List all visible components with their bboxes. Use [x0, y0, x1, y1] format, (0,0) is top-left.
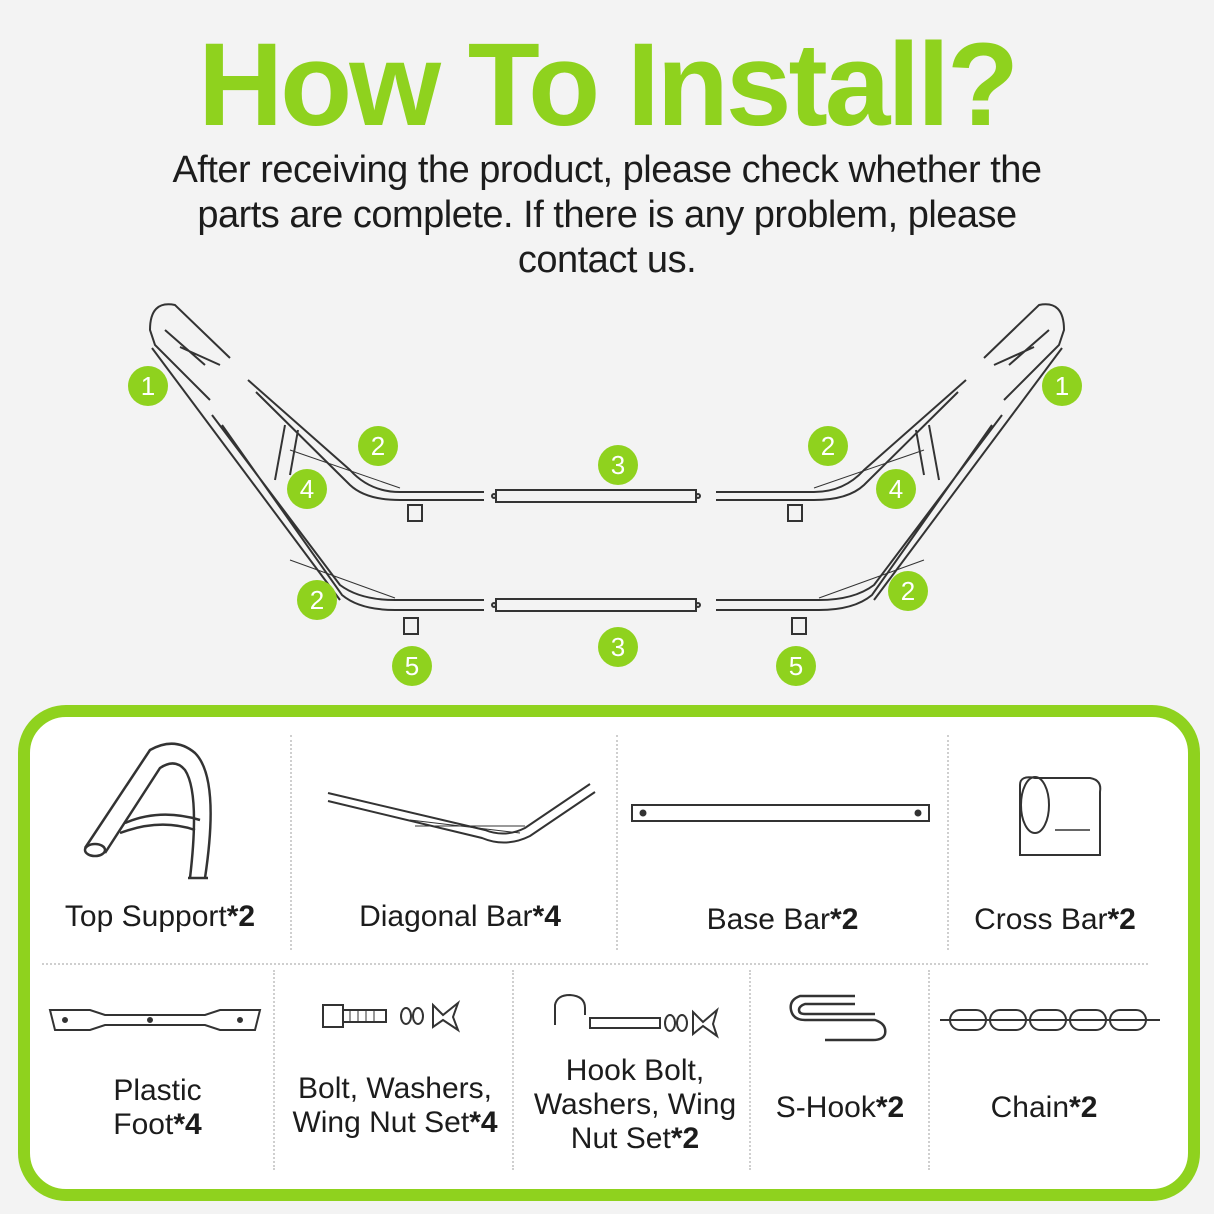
bolt-set-icon	[322, 1000, 461, 1033]
separator	[749, 970, 751, 1170]
top-support-right	[983, 303, 1066, 401]
badge-2-lower-right: 2	[888, 571, 928, 611]
part-label-diagonal-bar: Diagonal Bar*4	[359, 900, 561, 933]
part-label-top-support: Top Support*2	[64, 900, 256, 933]
part-label-plastic-foot: Plastic Foot*4	[113, 1074, 202, 1141]
base-bar-icon	[631, 804, 930, 822]
separator	[273, 970, 275, 1170]
part-label-cross-bar: Cross Bar*2	[974, 903, 1136, 936]
top-support-left-rails	[164, 329, 221, 366]
part-label-s-hook: S-Hook*2	[775, 1091, 905, 1124]
diagonal-lower-right	[716, 414, 1003, 611]
badge-2-lower-left: 2	[297, 580, 337, 620]
assembly-diagram	[148, 303, 1066, 635]
badge-4-left: 4	[287, 469, 327, 509]
parts-panel	[18, 705, 1200, 1201]
diagonal-bar-icon	[327, 783, 596, 844]
badge-2-upper-right: 2	[808, 426, 848, 466]
badge-3-upper: 3	[598, 445, 638, 485]
diagonal-upper-left	[247, 379, 484, 501]
badge-1-left: 1	[128, 366, 168, 406]
diagonal-lower-left	[211, 414, 484, 611]
top-support-icon	[83, 742, 212, 880]
cross-left	[274, 424, 299, 481]
badge-5-right: 5	[776, 646, 816, 686]
badge-5-left: 5	[392, 646, 432, 686]
s-hook-icon	[789, 994, 887, 1042]
part-label-chain: Chain*2	[990, 1091, 1098, 1124]
part-label-bolt-set: Bolt, Washers, Wing Nut Set*4	[292, 1072, 498, 1139]
base-bar-lower	[495, 598, 697, 612]
chain-icon	[940, 1009, 1160, 1031]
top-support-left	[148, 303, 231, 401]
badge-2-upper-left: 2	[358, 426, 398, 466]
part-label-base-bar: Base Bar*2	[706, 903, 859, 936]
separator	[616, 735, 618, 950]
separator	[42, 963, 1148, 965]
badge-4-right: 4	[876, 469, 916, 509]
separator	[290, 735, 292, 950]
diagonal-upper-right	[716, 379, 967, 501]
badge-3-lower: 3	[598, 627, 638, 667]
page-title: How To Install?	[197, 19, 1019, 151]
separator	[512, 970, 514, 1170]
badge-1-right: 1	[1042, 366, 1082, 406]
part-label-hook-bolt-set: Hook Bolt, Washers, Wing Nut Set*2	[533, 1054, 737, 1155]
page-subtitle: After receiving the product, please chec…	[172, 149, 1042, 281]
hook-bolt-set-icon	[554, 993, 719, 1039]
plastic-foot-icon	[48, 1009, 262, 1031]
separator	[928, 970, 930, 1170]
base-bar-upper	[495, 489, 697, 503]
cross-bar-icon	[1019, 776, 1102, 856]
separator	[947, 735, 949, 950]
